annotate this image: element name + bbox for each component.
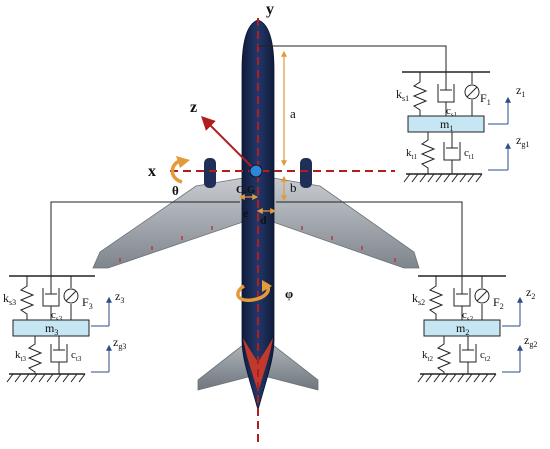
left-gear-link <box>50 201 240 276</box>
ct1-label: ct1 <box>464 147 475 161</box>
z3-label: z3 <box>115 289 124 305</box>
cg-label: C.G <box>236 184 256 196</box>
axes: y x z θ φ C.G <box>148 1 395 445</box>
damper-cs3 <box>42 276 60 320</box>
dim-b-label: b <box>290 180 297 195</box>
spring-ks2 <box>428 276 444 320</box>
left-engine <box>204 158 216 188</box>
right-gear-link <box>276 201 463 276</box>
z1-label: z1 <box>516 83 525 99</box>
damper-ct2 <box>459 336 477 374</box>
ks2-label: ks2 <box>412 291 425 307</box>
dim-e-label: e <box>243 206 249 220</box>
damper-ct3 <box>50 336 68 374</box>
mass-m2 <box>423 319 501 337</box>
m3-label: m3 <box>45 321 58 337</box>
theta-label: θ <box>172 183 179 198</box>
kt1-label: kt1 <box>406 147 417 161</box>
actuator-f3 <box>63 276 79 320</box>
spring-kt3 <box>27 336 43 374</box>
dimensions: a b d e <box>238 50 297 227</box>
kt2-label: kt2 <box>422 349 433 363</box>
spring-ks1 <box>412 72 428 116</box>
tail-accent <box>243 338 273 392</box>
actuator-f2 <box>474 276 490 320</box>
ks1-label: ks1 <box>396 87 409 103</box>
dim-a-label: a <box>290 106 296 121</box>
left-wing <box>92 177 244 269</box>
f1-label: F1 <box>480 91 491 107</box>
m1-label: m1 <box>440 117 453 133</box>
damper-cs1 <box>437 72 455 116</box>
ks3-label: ks3 <box>3 291 16 307</box>
cs1-label: cs1 <box>446 105 458 119</box>
wing-flap-marks <box>119 226 396 262</box>
spring-kt1 <box>420 132 436 174</box>
z-axis-label: z <box>190 99 197 116</box>
suspension-unit-1: ks1 cs1 F1 m1 z1 kt1 ct1 zg1 <box>396 71 529 183</box>
zg1-label: zg1 <box>516 133 529 149</box>
spring-ks3 <box>19 276 35 320</box>
suspension-unit-3: ks3 cs3 F3 m3 z3 kt3 ct3 zg3 <box>3 275 126 383</box>
zg3-label: zg3 <box>113 335 126 351</box>
spring-kt2 <box>436 336 452 374</box>
f3-label: F3 <box>82 295 93 311</box>
m2-label: m2 <box>456 321 469 337</box>
phi-rotation-arrow <box>236 282 271 302</box>
mass-m1 <box>407 115 485 133</box>
mass-m3 <box>12 319 90 337</box>
f2-label: F2 <box>493 295 504 311</box>
connection-lines <box>50 45 463 276</box>
kt3-label: kt3 <box>15 349 26 363</box>
right-engine <box>300 158 312 188</box>
actuator-f1 <box>464 72 480 116</box>
damper-ct1 <box>443 132 461 174</box>
ct2-label: ct2 <box>480 349 491 363</box>
center-of-gravity <box>249 164 263 178</box>
z2-label: z2 <box>526 285 535 301</box>
z-axis-arrow <box>201 116 256 171</box>
y-axis-label: y <box>266 1 274 18</box>
cs2-label: cs2 <box>462 309 474 323</box>
phi-arrowhead <box>262 280 272 292</box>
aircraft <box>92 19 420 412</box>
ct3-label: ct3 <box>71 349 82 363</box>
dim-d-label: d <box>260 213 267 227</box>
damper-cs2 <box>453 276 471 320</box>
nose-link <box>258 45 447 72</box>
x-axis-label: x <box>148 163 156 180</box>
suspension-unit-2: ks2 cs2 F2 m2 z2 kt2 ct2 zg2 <box>412 275 537 383</box>
phi-label: φ <box>285 286 293 301</box>
cs3-label: cs3 <box>51 309 63 323</box>
theta-arrowhead <box>176 156 190 168</box>
zg2-label: zg2 <box>524 333 537 349</box>
